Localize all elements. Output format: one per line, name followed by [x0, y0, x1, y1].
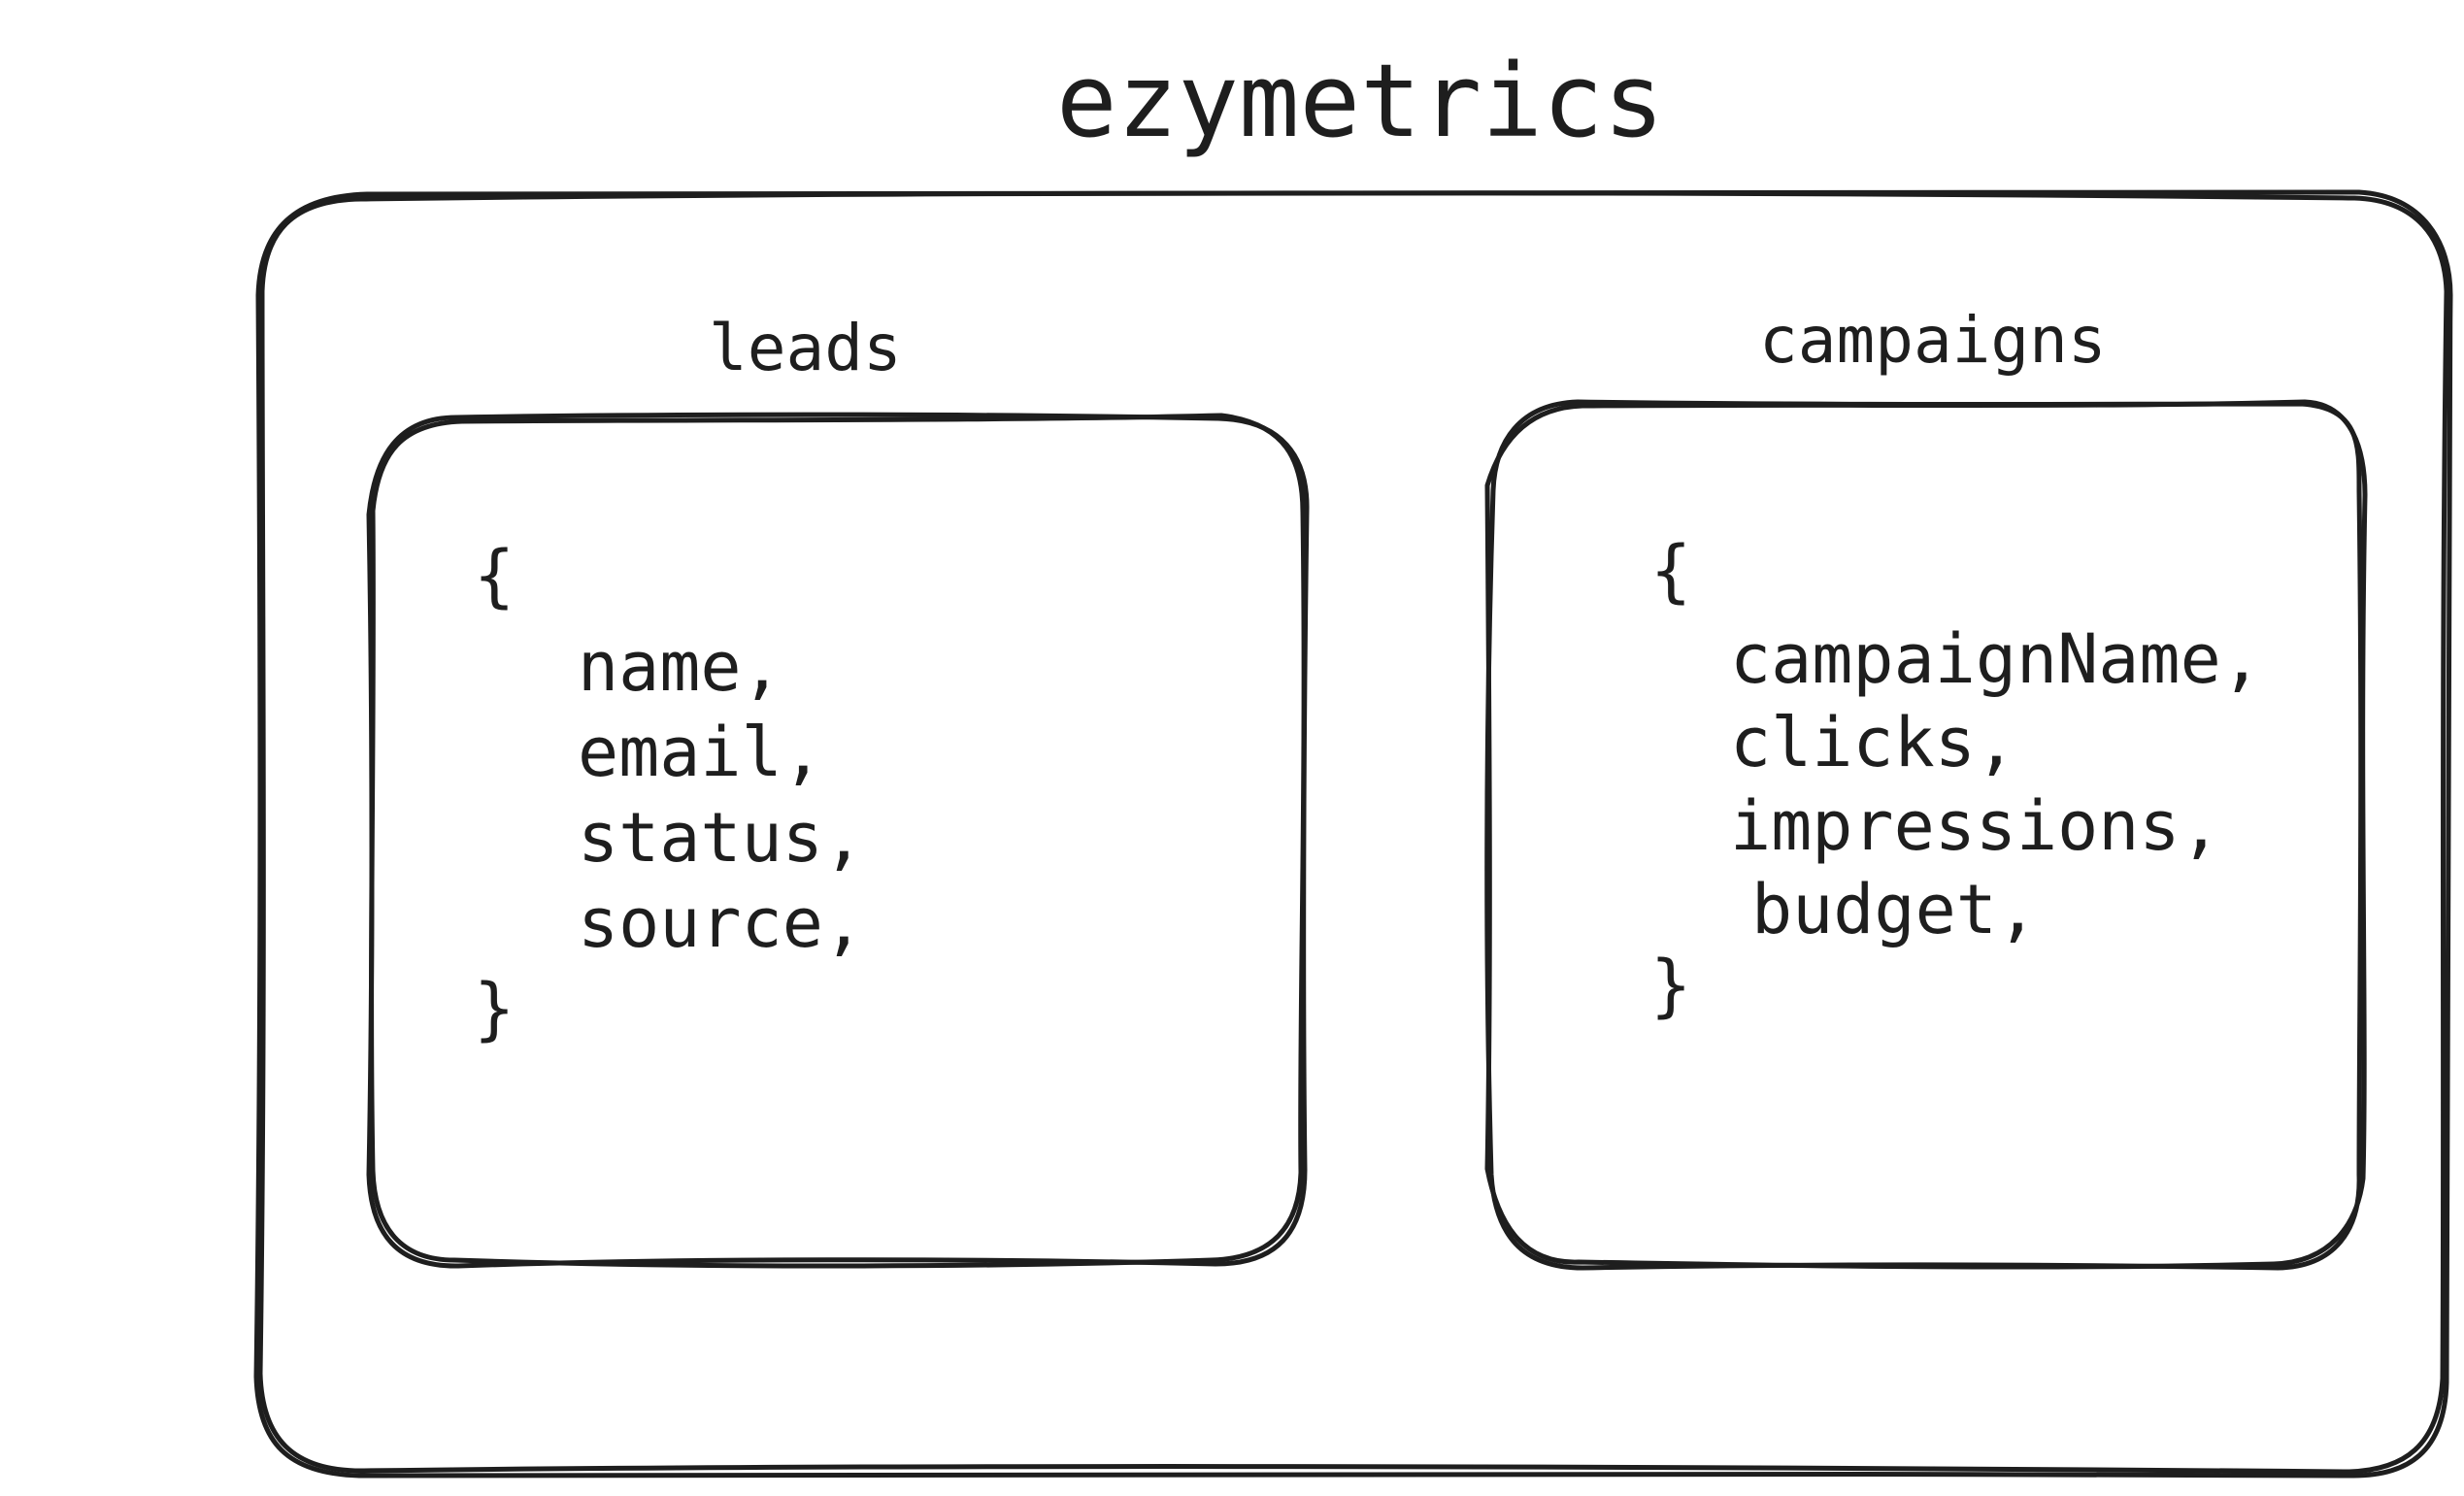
campaigns-field: clicks, — [1730, 703, 2017, 782]
leads-collection-label: leads — [709, 311, 902, 385]
campaigns-field: campaignName, — [1730, 619, 2262, 699]
leads-open-brace: { — [474, 536, 516, 615]
leads-field: source, — [578, 883, 865, 963]
diagram-title: ezymetrics — [1056, 42, 1665, 160]
campaigns-collection-label: campaigns — [1759, 303, 2107, 378]
campaigns-field: impressions, — [1730, 786, 2221, 866]
database-container — [253, 188, 2453, 1479]
leads-close-brace: } — [474, 969, 516, 1048]
campaigns-open-brace: { — [1650, 531, 1692, 611]
leads-collection-box — [366, 412, 1310, 1269]
leads-field: name, — [578, 627, 782, 707]
leads-field: email, — [578, 713, 823, 792]
campaigns-field: budget, — [1751, 870, 2039, 949]
leads-field: status, — [578, 798, 865, 878]
campaigns-collection-box — [1484, 399, 2368, 1271]
campaigns-close-brace: } — [1650, 946, 1692, 1025]
